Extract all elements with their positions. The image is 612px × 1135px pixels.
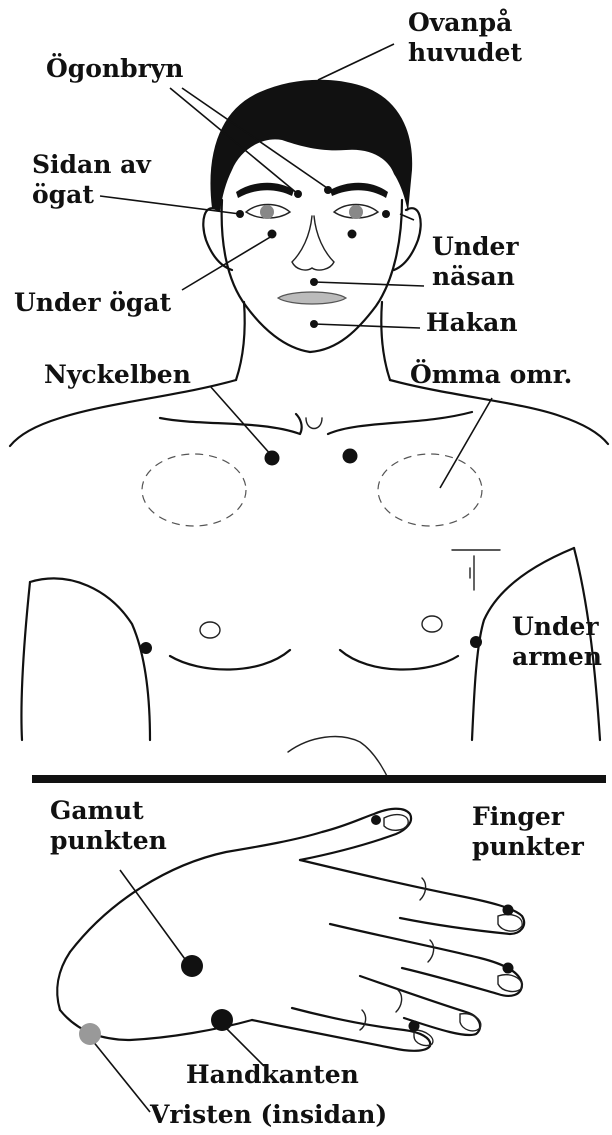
pointer-chin — [314, 324, 420, 328]
label-gamut-point: Gamut punkten — [50, 796, 167, 856]
neck-right — [381, 302, 390, 380]
point-finger-thumb — [371, 815, 381, 825]
label-line: Finger — [472, 802, 584, 832]
label-line: Under ögat — [14, 288, 171, 318]
mouth — [278, 292, 346, 304]
label-collarbone: Nyckelben — [44, 360, 191, 390]
point-eyebrow-right — [324, 186, 332, 194]
label-under-arm: Under armen — [512, 612, 602, 672]
point-under-arm-left — [140, 642, 152, 654]
section-divider — [32, 775, 606, 783]
label-line: Nyckelben — [44, 360, 191, 390]
hand-back — [300, 860, 524, 934]
point-under-eye-right — [348, 230, 357, 239]
point-under-eye-left — [268, 230, 277, 239]
nose — [292, 216, 334, 270]
point-finger-middle — [503, 963, 514, 974]
point-chin — [310, 320, 318, 328]
collar-left — [160, 414, 302, 434]
label-finger-points: Finger punkter — [472, 802, 584, 862]
label-line: Ögonbryn — [46, 54, 183, 84]
left-nipple — [200, 622, 220, 638]
right-tick — [452, 550, 500, 590]
label-line: Under — [432, 232, 519, 262]
left-outer — [21, 582, 30, 740]
point-gamut — [181, 955, 203, 977]
label-under-eye: Under ögat — [14, 288, 171, 318]
pointer-lines — [92, 44, 492, 1112]
label-karate-chop: Handkanten — [186, 1060, 359, 1090]
knuckle-lines — [360, 878, 434, 1030]
right-eyebrow — [330, 183, 388, 198]
point-finger-index — [503, 905, 514, 916]
torso-drawing — [10, 380, 608, 778]
label-line: Handkanten — [186, 1060, 359, 1090]
point-under-arm-right — [470, 636, 482, 648]
finger-2 — [330, 924, 522, 996]
label-line: ögat — [32, 180, 151, 210]
label-line: huvudet — [408, 38, 522, 68]
label-line: Ömma omr. — [410, 360, 572, 390]
nail-2 — [498, 914, 522, 931]
pointer-sore-spot — [440, 398, 492, 488]
point-side-of-eye-left — [236, 210, 244, 218]
label-line: Ovanpå — [408, 8, 522, 38]
label-line: Vristen (insidan) — [150, 1100, 387, 1130]
point-collarbone-left — [265, 451, 280, 466]
left-ear — [203, 208, 232, 270]
right-nipple — [422, 616, 442, 632]
point-wrist — [79, 1023, 101, 1045]
nail-1 — [384, 815, 408, 831]
label-line: Sidan av — [32, 150, 151, 180]
wrist-line — [57, 952, 70, 1010]
point-karate-chop — [211, 1009, 233, 1031]
label-wrist: Vristen (insidan) — [150, 1100, 387, 1130]
left-pec — [170, 650, 290, 670]
label-line: Under — [512, 612, 602, 642]
label-under-nose: Under näsan — [432, 232, 519, 292]
label-sore-spots: Ömma omr. — [410, 360, 572, 390]
right-pec — [340, 650, 458, 670]
label-line: punkter — [472, 832, 584, 862]
finger-4 — [252, 1008, 430, 1051]
label-line: punkten — [50, 826, 167, 856]
sore-spot-right — [378, 454, 482, 526]
point-finger-ring — [409, 1021, 420, 1032]
nail-4 — [460, 1014, 481, 1031]
label-line: Gamut — [50, 796, 167, 826]
label-line: näsan — [432, 262, 519, 292]
pointer-collarbone — [210, 386, 272, 456]
point-under-nose — [310, 278, 318, 286]
label-line: Hakan — [426, 308, 518, 338]
point-eyebrow-left — [294, 190, 302, 198]
pointer-wrist — [92, 1040, 150, 1112]
label-line: armen — [512, 642, 602, 672]
label-eyebrows: Ögonbryn — [46, 54, 183, 84]
label-side-of-eye: Sidan av ögat — [32, 150, 151, 210]
pointer-gamut — [120, 870, 190, 966]
abdomen-line — [288, 737, 388, 778]
collar-right — [328, 412, 472, 434]
pointer-under-nose — [314, 282, 424, 286]
pointer-under-eye — [182, 236, 272, 290]
pointer-top-of-head — [318, 44, 394, 80]
label-chin: Hakan — [426, 308, 518, 338]
sternal-notch — [306, 418, 322, 429]
sore-spot-left — [142, 454, 246, 526]
neck-left — [236, 302, 245, 380]
left-arm-line — [30, 578, 150, 740]
point-collarbone-right — [343, 449, 358, 464]
label-top-of-head: Ovanpå huvudet — [408, 8, 522, 68]
face-outline — [222, 200, 402, 352]
right-iris — [349, 205, 363, 219]
left-eyebrow — [236, 183, 294, 198]
left-iris — [260, 205, 274, 219]
point-side-of-eye-right — [382, 210, 390, 218]
